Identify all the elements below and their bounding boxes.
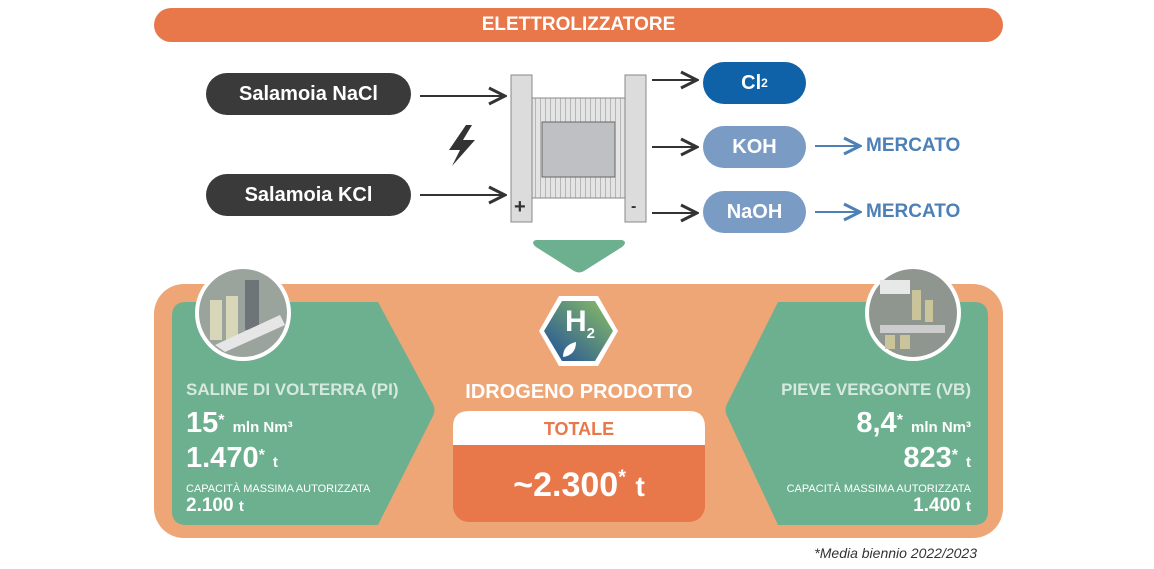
capacity-unit: t [966, 498, 971, 515]
mass-unit: t [966, 454, 971, 471]
anode-label: + [514, 196, 526, 218]
input-kcl: Salamoia KCl [206, 174, 411, 216]
destination-naoh: MERCATO [866, 201, 961, 222]
output-koh: KOH [703, 126, 806, 168]
asterisk: * [951, 447, 958, 464]
site-volume: 15* mln Nm³ [186, 408, 399, 443]
down-arrow-icon [533, 240, 625, 273]
h2-letter: H [565, 305, 587, 338]
h2-hexagon-icon [539, 296, 618, 366]
total-box [453, 411, 705, 522]
site-mass: 823* t [781, 443, 971, 478]
site-mass: 1.470* t [186, 443, 399, 478]
capacity-unit: t [238, 498, 244, 515]
capacity-number: 2.100 [186, 495, 234, 516]
total-unit: t [635, 471, 645, 502]
input-arrows [420, 96, 505, 195]
capacity-value: 1.400 t [781, 495, 971, 517]
asterisk: * [218, 412, 225, 429]
site-name: SALINE DI VOLTERRA (PI) [186, 380, 399, 399]
asterisk: * [896, 412, 903, 429]
volume-unit: mln Nm³ [911, 419, 971, 436]
mass-value: 1.470 [186, 442, 259, 474]
cathode-label: - [631, 198, 637, 215]
lightning-icon [449, 125, 475, 166]
output-naoh: NaOH [703, 191, 806, 233]
footnote: *Media biennio 2022/2023 [814, 545, 977, 561]
site-volume: 8,4* mln Nm³ [781, 408, 971, 443]
hydrogen-title: IDROGENO PRODOTTO [465, 381, 693, 403]
output-subscript: 2 [761, 76, 768, 90]
mass-unit: t [272, 454, 278, 471]
capacity-label: CAPACITÀ MASSIMA AUTORIZZATA [786, 483, 971, 495]
volume-value: 8,4 [856, 407, 897, 439]
destination-koh: MERCATO [866, 135, 961, 156]
site-photo-volterra [195, 265, 291, 361]
site-pieve-vergonte: PIEVE VERGONTE (VB) 8,4* mln Nm³ 823* t … [781, 380, 971, 517]
total-number: ~2.300 [513, 466, 619, 504]
input-nacl: Salamoia NaCl [206, 73, 411, 115]
page-title: ELETTROLIZZATORE [154, 8, 1003, 42]
electrolyzer-cell [510, 74, 647, 223]
mass-value: 823 [903, 442, 952, 474]
site-name: PIEVE VERGONTE (VB) [781, 380, 971, 399]
capacity-label: CAPACITÀ MASSIMA AUTORIZZATA [186, 483, 371, 495]
output-label: Cl [741, 71, 762, 94]
volume-value: 15 [186, 407, 219, 439]
asterisk: * [258, 447, 265, 464]
site-photo-pieve [865, 265, 961, 361]
h2-subscript: 2 [586, 325, 596, 342]
capacity-number: 1.400 [913, 495, 961, 516]
output-arrows [652, 80, 860, 213]
site-volterra: SALINE DI VOLTERRA (PI) 15* mln Nm³ 1.47… [186, 380, 399, 517]
capacity-value: 2.100 t [186, 495, 399, 517]
total-label: TOTALE [543, 419, 615, 439]
total-asterisk: * [618, 466, 626, 489]
volume-unit: mln Nm³ [232, 419, 293, 436]
total-value: ~2.300* t [453, 466, 705, 505]
h2-symbol: H2 [565, 305, 595, 342]
